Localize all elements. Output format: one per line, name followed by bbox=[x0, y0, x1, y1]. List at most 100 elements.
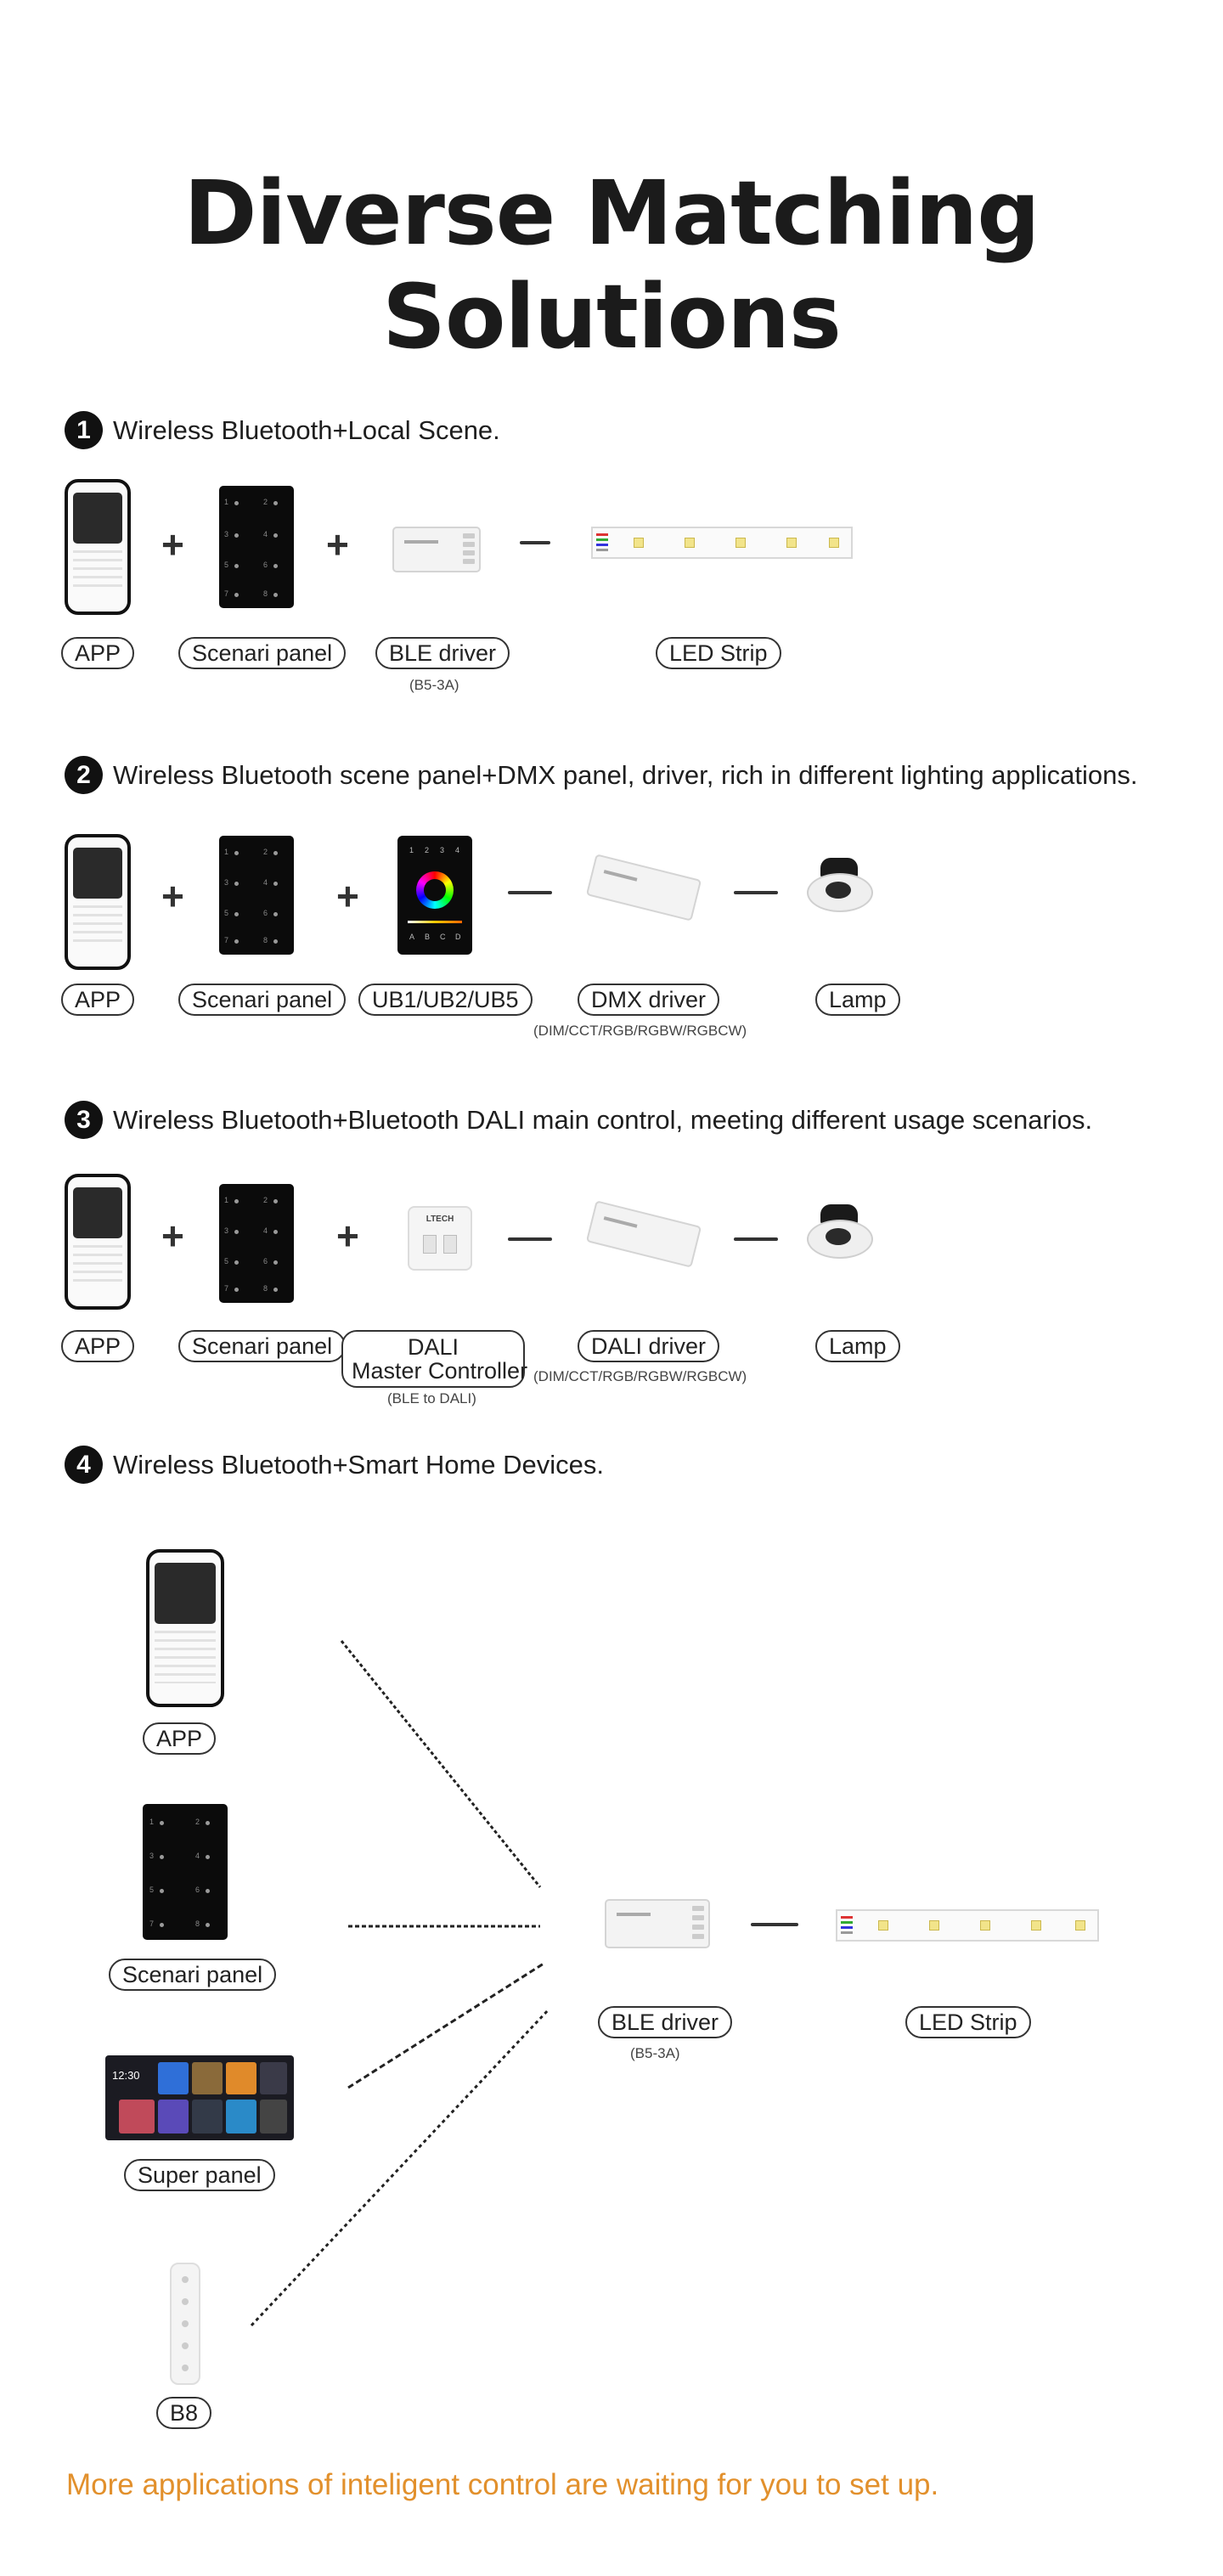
panel-key-number: 4 bbox=[195, 1852, 200, 1860]
scene-panel-icon: 1 2 3 4 5 6 7 8 bbox=[143, 1804, 228, 1940]
section-4-heading: 4 Wireless Bluetooth+Smart Home Devices. bbox=[65, 1446, 604, 1484]
ub-key-label: 1 bbox=[409, 846, 414, 854]
panel-key-number: 3 bbox=[224, 878, 229, 887]
ub-key-label: B bbox=[425, 933, 431, 941]
panel-key-number: 1 bbox=[224, 498, 229, 506]
panel-key-number: 8 bbox=[263, 589, 268, 598]
plus-sign: + bbox=[161, 874, 184, 918]
section-3-heading: 3 Wireless Bluetooth+Bluetooth DALI main… bbox=[65, 1101, 1092, 1139]
label-dali-types: (DIM/CCT/RGB/RGBW/RGBCW) bbox=[533, 1368, 747, 1384]
label-led-strip: LED Strip bbox=[656, 637, 781, 669]
label-lamp: Lamp bbox=[815, 1330, 900, 1362]
connector-line bbox=[734, 891, 778, 894]
label-dali-driver: DALI driver bbox=[578, 1330, 720, 1362]
panel-key-number: 6 bbox=[263, 909, 268, 917]
label-ble-driver-model: (B5-3A) bbox=[630, 2045, 680, 2061]
label-scenari-panel: Scenari panel bbox=[178, 1330, 347, 1362]
label-ub-panel: UB1/UB2/UB5 bbox=[358, 984, 533, 1016]
panel-key-number: 5 bbox=[224, 909, 229, 917]
ub-key-label: C bbox=[440, 933, 446, 941]
panel-key-number: 2 bbox=[263, 1196, 268, 1204]
plus-sign: + bbox=[161, 522, 184, 566]
label-dmx-types: (DIM/CCT/RGB/RGBW/RGBCW) bbox=[533, 1023, 747, 1039]
label-dali-master-controller: DALI Master Controller bbox=[341, 1330, 527, 1388]
label-app: APP bbox=[61, 637, 135, 669]
panel-key-number: 7 bbox=[224, 936, 229, 944]
ub-key-label: 3 bbox=[440, 846, 445, 854]
label-scenari-panel: Scenari panel bbox=[109, 1959, 277, 1991]
plus-sign: + bbox=[326, 522, 349, 566]
connector-line bbox=[508, 1237, 552, 1241]
panel-key-number: 4 bbox=[263, 530, 268, 538]
panel-key-number: 7 bbox=[224, 589, 229, 598]
ub-key-label: 2 bbox=[425, 846, 430, 854]
section-2-heading: 2 Wireless Bluetooth scene panel+DMX pan… bbox=[65, 756, 1138, 794]
panel-key-number: 6 bbox=[263, 561, 268, 569]
app-phone-icon bbox=[65, 834, 131, 970]
connector-line bbox=[734, 1237, 778, 1241]
panel-key-number: 2 bbox=[195, 1818, 200, 1826]
section-title: Wireless Bluetooth+Smart Home Devices. bbox=[113, 1449, 605, 1480]
section-title: Wireless Bluetooth scene panel+DMX panel… bbox=[113, 759, 1138, 790]
panel-key-number: 7 bbox=[149, 1919, 155, 1928]
panel-key-number: 8 bbox=[195, 1919, 200, 1928]
section-title: Wireless Bluetooth+Local Scene. bbox=[113, 414, 500, 445]
label-ble-to-dali: (BLE to DALI) bbox=[387, 1390, 476, 1406]
plus-sign: + bbox=[336, 1214, 359, 1258]
plus-sign: + bbox=[336, 874, 359, 918]
section-number-badge: 2 bbox=[65, 756, 103, 794]
connector-line bbox=[751, 1923, 798, 1926]
ble-driver-icon bbox=[605, 1899, 710, 1948]
panel-key-number: 4 bbox=[263, 1226, 268, 1235]
panel-key-number: 1 bbox=[224, 1196, 229, 1204]
app-phone-icon bbox=[65, 1174, 131, 1310]
controller-brand: LTECH bbox=[426, 1215, 454, 1224]
panel-key-number: 3 bbox=[149, 1852, 155, 1860]
b8-remote-icon bbox=[170, 2263, 200, 2385]
panel-key-number: 5 bbox=[149, 1885, 155, 1894]
panel-key-number: 6 bbox=[263, 1257, 268, 1265]
ub-key-label: A bbox=[409, 933, 415, 941]
panel-key-number: 5 bbox=[224, 1257, 229, 1265]
label-ble-driver-model: (B5-3A) bbox=[409, 677, 459, 693]
ub-key-label: D bbox=[455, 933, 461, 941]
label-app: APP bbox=[143, 1722, 217, 1755]
ub-key-label: 4 bbox=[455, 846, 460, 854]
led-strip-icon bbox=[591, 527, 853, 559]
panel-key-number: 6 bbox=[195, 1885, 200, 1894]
label-scenari-panel: Scenari panel bbox=[178, 637, 347, 669]
label-led-strip: LED Strip bbox=[905, 2006, 1031, 2038]
panel-key-number: 2 bbox=[263, 498, 268, 506]
plus-sign: + bbox=[161, 1214, 184, 1258]
label-app: APP bbox=[61, 1330, 135, 1362]
led-strip-icon bbox=[836, 1909, 1099, 1942]
panel-key-number: 7 bbox=[224, 1284, 229, 1293]
connector-line bbox=[520, 541, 550, 544]
panel-key-number: 1 bbox=[149, 1818, 155, 1826]
label-app: APP bbox=[61, 984, 135, 1016]
footer-note: More applications of inteligent control … bbox=[66, 2468, 939, 2501]
connector-line bbox=[508, 891, 552, 894]
super-panel-clock: 12:30 bbox=[112, 2069, 140, 2082]
scene-panel-icon: 1 2 3 4 5 6 7 8 bbox=[219, 1184, 294, 1303]
label-b8: B8 bbox=[156, 2397, 212, 2429]
section-1-heading: 1 Wireless Bluetooth+Local Scene. bbox=[65, 411, 500, 449]
label-lamp: Lamp bbox=[815, 984, 900, 1016]
panel-key-number: 8 bbox=[263, 936, 268, 944]
panel-key-number: 3 bbox=[224, 1226, 229, 1235]
section-number-badge: 4 bbox=[65, 1446, 103, 1484]
label-dmx-driver: DMX driver bbox=[578, 984, 720, 1016]
panel-key-number: 1 bbox=[224, 848, 229, 856]
panel-key-number: 3 bbox=[224, 530, 229, 538]
ble-driver-icon bbox=[392, 527, 481, 572]
panel-key-number: 2 bbox=[263, 848, 268, 856]
panel-key-number: 5 bbox=[224, 561, 229, 569]
section-number-badge: 3 bbox=[65, 1101, 103, 1139]
section-number-badge: 1 bbox=[65, 411, 103, 449]
label-ble-driver: BLE driver bbox=[375, 637, 510, 669]
dali-controller-icon: LTECH bbox=[408, 1206, 472, 1271]
panel-key-number: 8 bbox=[263, 1284, 268, 1293]
